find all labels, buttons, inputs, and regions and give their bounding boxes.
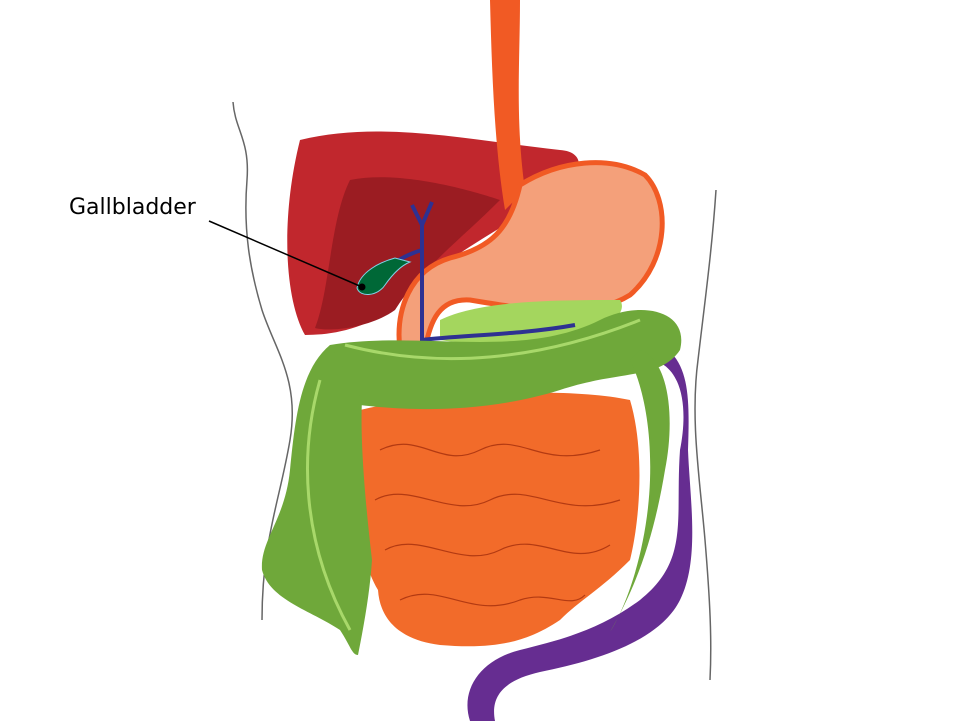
gallbladder — [356, 257, 412, 295]
descending-colon — [467, 340, 693, 721]
ascending-colon — [261, 345, 372, 655]
transverse-colon — [324, 310, 682, 410]
body-outline-left — [232, 101, 294, 621]
colon-highlight — [306, 318, 641, 631]
intestine-folds — [374, 443, 621, 607]
gallbladder-pointer-dot — [358, 283, 366, 291]
body-outline-right — [694, 189, 717, 681]
small-intestine — [351, 392, 640, 647]
gallbladder-pointer-line — [208, 220, 363, 288]
sigmoid-colon — [610, 350, 670, 632]
bile-duct — [383, 201, 576, 345]
esophagus — [490, 0, 525, 210]
gallbladder-label: Gallbladder — [69, 195, 196, 220]
